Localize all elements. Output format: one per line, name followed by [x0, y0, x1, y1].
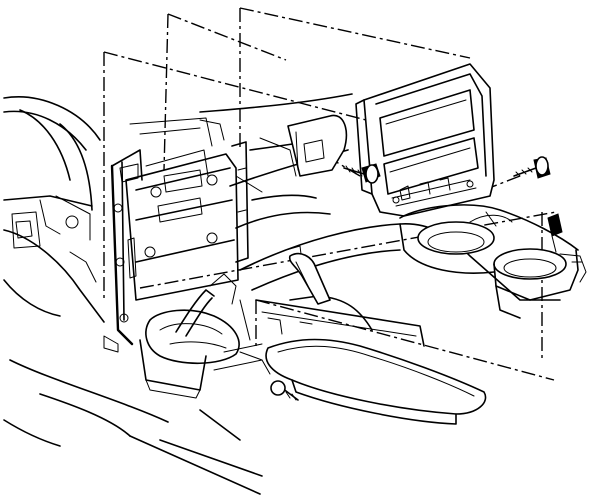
- center-stack-frame: [103, 117, 249, 353]
- console-lid: [213, 338, 487, 425]
- shifter-area: [139, 273, 263, 399]
- lid-bracket: [255, 299, 425, 347]
- cup-holder: [399, 204, 587, 319]
- clip-nut: [547, 213, 563, 253]
- left-bezel-trim: [287, 114, 348, 177]
- bolt-left: [343, 163, 381, 184]
- dashboard-left: [3, 96, 105, 323]
- radio-bezel: [355, 63, 495, 217]
- parking-brake-handle: [288, 252, 331, 305]
- floor-lines: [3, 359, 263, 495]
- bolt-right: [513, 156, 551, 179]
- bolt-bottom-lid: [270, 380, 299, 401]
- assembly-lines: [103, 7, 557, 381]
